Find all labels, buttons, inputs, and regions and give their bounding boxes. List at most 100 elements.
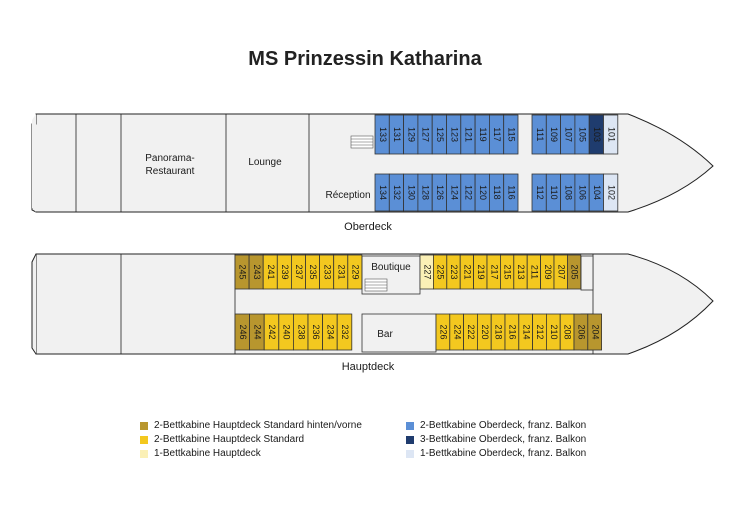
cabin-number: 117: [492, 127, 502, 141]
cabin-number: 104: [592, 185, 602, 200]
legend-swatch: [140, 422, 148, 430]
legend-item: 2-Bettkabine Oberdeck, franz. Balkon: [406, 419, 586, 433]
cabin-number: 110: [549, 185, 559, 199]
cabin-number: 131: [392, 127, 402, 142]
oberdeck-cabins-top-forward: 111 109 107 105 103 101: [531, 114, 619, 155]
cabin-number: 207: [556, 264, 566, 279]
cabin-number: 111: [535, 128, 545, 142]
cabin-number: 211: [530, 265, 540, 279]
cabin-number: 103: [592, 127, 602, 142]
cabin-number: 128: [421, 185, 431, 200]
legend-item: 1-Bettkabine Hauptdeck: [140, 447, 362, 461]
cabin-116[interactable]: [503, 173, 519, 212]
hauptdeck-label: Hauptdeck: [342, 361, 395, 373]
lounge-label: Lounge: [248, 157, 282, 168]
cabin-number: 241: [266, 264, 276, 279]
cabin-number: 236: [311, 324, 321, 339]
cabin-number: 224: [452, 324, 462, 339]
cabin-number: 223: [449, 264, 459, 279]
cabin-205[interactable]: [567, 254, 582, 290]
cabin-number: 122: [464, 185, 474, 200]
cabin-number: 216: [508, 324, 518, 339]
cabin-number: 231: [336, 264, 346, 279]
cabin-number: 229: [350, 264, 360, 279]
legend-item: 3-Bettkabine Oberdeck, franz. Balkon: [406, 433, 586, 447]
cabin-number: 238: [296, 324, 306, 339]
page-title: MS Prinzessin Katharina: [248, 48, 482, 70]
legend-label: 1-Bettkabine Oberdeck, franz. Balkon: [420, 448, 587, 459]
cabin-number: 132: [392, 185, 402, 200]
bar-label: Bar: [377, 329, 393, 340]
cabin-number: 243: [252, 264, 262, 279]
cabin-number: 237: [294, 264, 304, 279]
cabin-204[interactable]: [587, 313, 602, 351]
legend-swatch: [406, 450, 414, 458]
cabin-number: 218: [494, 324, 504, 339]
cabin-number: 102: [606, 185, 616, 200]
cabin-number: 221: [463, 264, 473, 279]
legend-swatch: [140, 436, 148, 444]
panorama-restaurant-label-2: Restaurant: [146, 166, 195, 177]
cabin-number: 127: [421, 127, 431, 142]
cabin-number: 232: [340, 324, 350, 339]
cabin-number: 220: [480, 324, 490, 339]
legend-label: 3-Bettkabine Oberdeck, franz. Balkon: [420, 434, 587, 445]
cabin-number: 222: [466, 324, 476, 339]
cabin-number: 119: [478, 127, 488, 141]
cabin-number: 219: [476, 264, 486, 279]
stairs-icon: [364, 278, 388, 292]
cabin-number: 212: [535, 324, 545, 339]
cabin-number: 123: [449, 127, 459, 142]
cabin-number: 133: [378, 127, 388, 142]
cabin-number: 245: [238, 264, 248, 279]
legend-label: 2-Bettkabine Oberdeck, franz. Balkon: [420, 420, 587, 431]
cabin-number: 134: [378, 185, 388, 200]
cabin-number: 107: [563, 127, 573, 142]
panorama-restaurant-label: Panorama-: [145, 153, 194, 164]
cabin-number: 215: [503, 264, 513, 279]
legend-item: 1-Bettkabine Oberdeck, franz. Balkon: [406, 447, 586, 461]
legend-label: 2-Bettkabine Hauptdeck Standard hinten/v…: [154, 420, 362, 431]
cabin-number: 244: [253, 324, 263, 339]
reception-label: Réception: [325, 190, 370, 201]
cabin-number: 226: [439, 324, 449, 339]
legend-swatch: [140, 450, 148, 458]
cabin-number: 125: [435, 127, 445, 142]
cabin-number: 120: [478, 185, 488, 200]
cabin-number: 233: [322, 264, 332, 279]
cabin-number: 126: [435, 185, 445, 200]
cabin-number: 208: [563, 324, 573, 339]
stairs-icon: [350, 135, 374, 149]
cabin-number: 242: [267, 324, 277, 339]
cabin-102[interactable]: [603, 173, 619, 212]
cabin-number: 206: [577, 324, 587, 339]
cabin-number: 205: [570, 264, 580, 279]
legend-left: 2-Bettkabine Hauptdeck Standard hinten/v…: [140, 419, 362, 461]
cabin-number: 108: [563, 185, 573, 200]
cabin-number: 118: [492, 185, 502, 199]
cabin-number: 105: [578, 127, 588, 142]
legend-right: 2-Bettkabine Oberdeck, franz. Balkon 3-Be…: [406, 419, 586, 461]
cabin-number: 225: [436, 264, 446, 279]
cabin-number: 227: [422, 264, 432, 279]
legend-swatch: [406, 422, 414, 430]
legend-item: 2-Bettkabine Hauptdeck Standard hinten/v…: [140, 419, 362, 433]
cabin-101[interactable]: [603, 114, 619, 155]
cabin-number: 101: [606, 127, 616, 142]
cabin-115[interactable]: [503, 114, 519, 155]
cabin-number: 121: [464, 127, 474, 142]
cabin-229[interactable]: [347, 254, 363, 290]
cabin-number: 235: [308, 264, 318, 279]
legend-item: 2-Bettkabine Hauptdeck Standard: [140, 433, 362, 447]
legend-label: 1-Bettkabine Hauptdeck: [154, 448, 261, 459]
cabin-number: 106: [578, 185, 588, 200]
cabin-number: 109: [549, 127, 559, 142]
cabin-number: 214: [521, 324, 531, 339]
cabin-232[interactable]: [336, 313, 353, 351]
